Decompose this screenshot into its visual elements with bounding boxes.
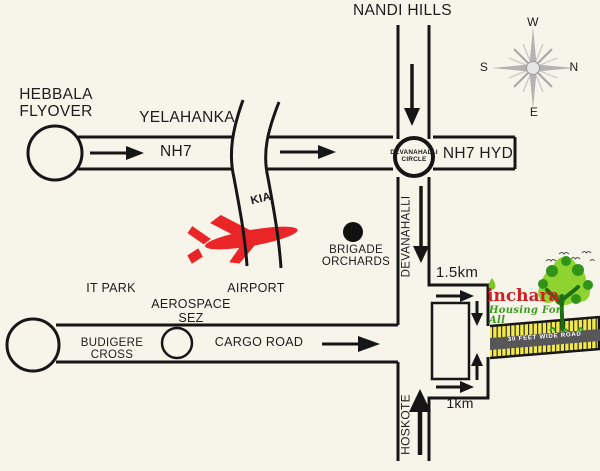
compass-label-n: N [569, 60, 579, 74]
brigade-orchards-dot-icon [343, 222, 363, 242]
label-devanahalli-circle: DEVANAHALLI CIRCLE [390, 149, 438, 164]
label-distance-1-5km: 1.5km [435, 264, 479, 281]
hebbala-flyover-circle [26, 124, 84, 182]
label-cargo-road: CARGO ROAD [214, 335, 304, 349]
label-hoskote-road: HOSKOTE [398, 394, 413, 455]
brand-flame-icon [488, 278, 496, 290]
label-aerospace-sez: AEROSPACE SEZ [151, 297, 231, 325]
devanahalli-circle-shape [393, 136, 435, 178]
label-airport: AIRPORT [227, 281, 285, 295]
label-nh7-hyd: NH7 HYD [442, 145, 514, 162]
site-brand-logo: inchara [487, 286, 560, 306]
sez-junction-circle [160, 326, 194, 360]
label-distance-1km: 1km [446, 395, 474, 411]
label-yelahanka: YELAHANKA [139, 109, 235, 126]
budigere-cross-circle [5, 317, 61, 373]
compass-rose-icon [492, 27, 574, 109]
site-access-road [489, 315, 600, 360]
label-nh7: NH7 [160, 143, 192, 160]
compass-label-s: S [479, 60, 489, 74]
label-nandi-hills: NANDI HILLS [353, 2, 452, 19]
label-it-park: IT PARK [86, 281, 136, 295]
label-budigere-cross: BUDIGERE CROSS [80, 337, 144, 362]
site-tagline: Housing For All [489, 305, 562, 326]
route-arrows [90, 64, 483, 455]
loop-inner-block [430, 301, 471, 381]
label-devanahalli-road: DEVANAHALLI [400, 195, 413, 278]
kia-road-edges [229, 99, 283, 269]
compass-label-e: E [529, 105, 539, 119]
compass-label-w: W [527, 15, 539, 29]
tree-icon [538, 251, 595, 333]
label-brigade-orchards: BRIGADE ORCHARDS [321, 244, 391, 269]
label-hebbala-flyover: HEBBALA FLYOVER [19, 86, 93, 120]
